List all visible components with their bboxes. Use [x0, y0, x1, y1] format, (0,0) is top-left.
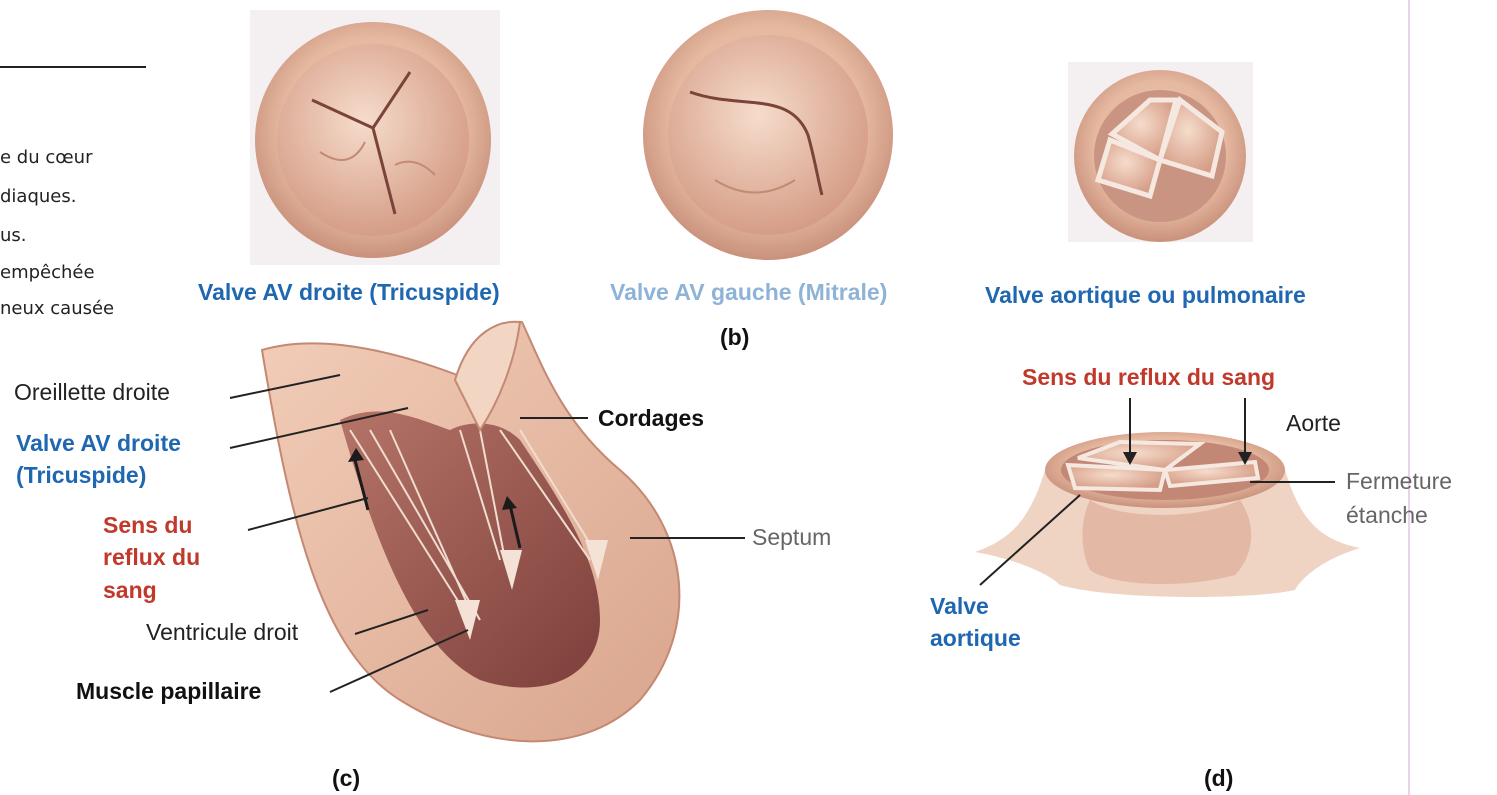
fermeture-label-1: Fermeture: [1346, 466, 1452, 496]
panel-b-label: (b): [720, 322, 749, 352]
valve-aortique-label-1: Valve: [930, 591, 989, 621]
panel-c-label: (c): [332, 763, 360, 793]
tricuspid-valve-image: [250, 10, 500, 265]
side-text-line-4: empêchée: [0, 262, 95, 283]
valve-av-label-1: Valve AV droite: [16, 428, 181, 458]
right-ventricle-section: [262, 322, 679, 742]
side-text-line-5: neux causée: [0, 298, 114, 319]
aortic-pulmonary-label: Valve aortique ou pulmonaire: [985, 280, 1306, 310]
reflux-label-2: reflux du: [103, 542, 200, 572]
reflux-label-3: sang: [103, 575, 157, 605]
oreillette-label: Oreillette droite: [14, 377, 170, 407]
reflux-d-label: Sens du reflux du sang: [1022, 362, 1275, 392]
ventricule-label: Ventricule droit: [146, 617, 298, 647]
valve-av-label-2: (Tricuspide): [16, 460, 146, 490]
aortic-valve-image: [1068, 62, 1253, 242]
aorte-label: Aorte: [1286, 408, 1341, 438]
mitral-label: Valve AV gauche (Mitrale): [610, 277, 887, 307]
panel-d-label: (d): [1204, 763, 1233, 793]
mitral-valve-image: [643, 10, 893, 260]
side-text-line-1: e du cœur: [0, 147, 92, 168]
side-text-line-3: us.: [0, 225, 27, 246]
page-margin-line: [1408, 0, 1410, 795]
tricuspid-label: Valve AV droite (Tricuspide): [198, 277, 500, 307]
reflux-label-1: Sens du: [103, 510, 192, 540]
fermeture-label-2: étanche: [1346, 500, 1428, 530]
muscle-label: Muscle papillaire: [76, 676, 261, 706]
aortic-valve-closed-image: [975, 432, 1360, 597]
side-text-line-2: diaques.: [0, 186, 76, 207]
cordages-label: Cordages: [598, 403, 704, 433]
septum-label: Septum: [752, 522, 831, 552]
valve-aortique-label-2: aortique: [930, 623, 1021, 653]
